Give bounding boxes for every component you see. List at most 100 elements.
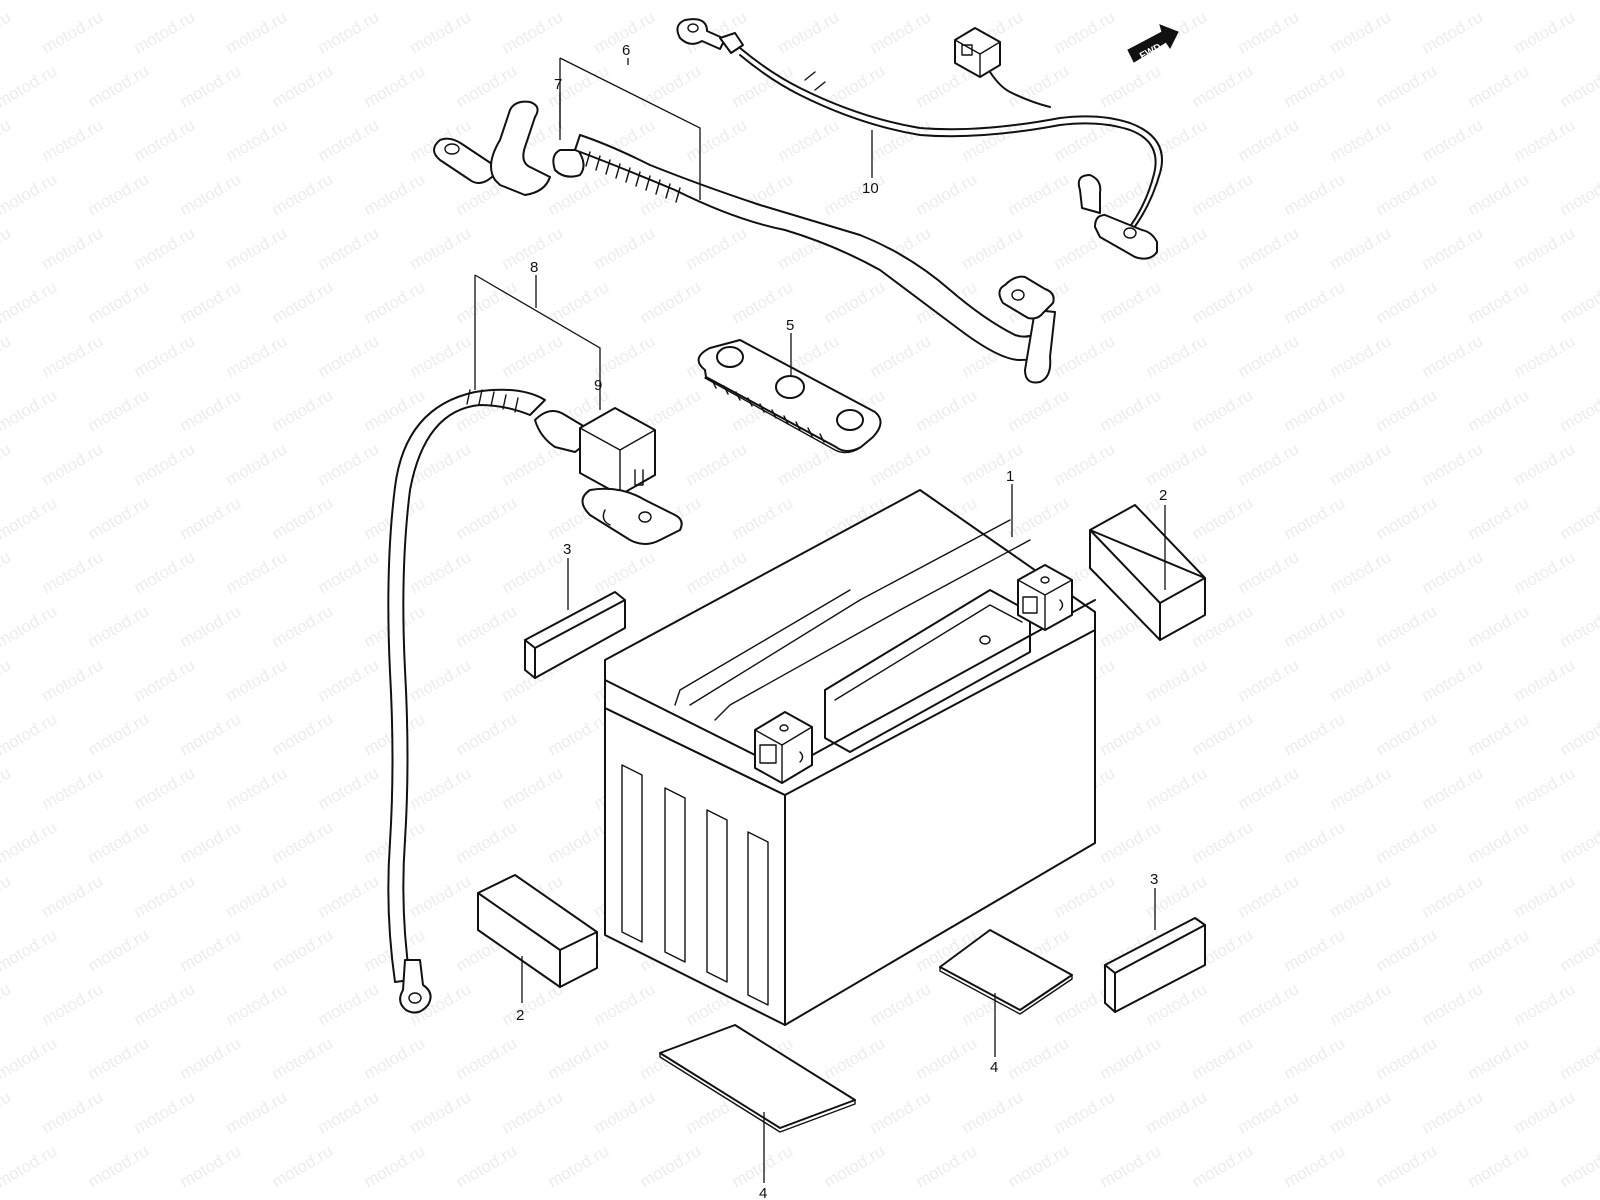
watermark-text: motod.ru [85, 169, 153, 219]
watermark-text: motod.ru [223, 655, 291, 705]
watermark-text: motod.ru [453, 1141, 521, 1191]
watermark-text: motod.ru [269, 925, 337, 975]
watermark-text: motod.ru [0, 601, 60, 651]
watermark-text: motod.ru [85, 925, 153, 975]
watermark-text: motod.ru [1189, 277, 1257, 327]
watermark-text: motod.ru [1189, 817, 1257, 867]
watermark-text: motod.ru [1557, 277, 1600, 327]
watermark-text: motod.ru [1051, 871, 1119, 921]
watermark-text: motod.ru [269, 385, 337, 435]
watermark-text: motod.ru [85, 61, 153, 111]
watermark-text: motod.ru [637, 1141, 705, 1191]
watermark-text: motod.ru [1465, 169, 1533, 219]
watermark-text: motod.ru [315, 979, 383, 1029]
watermark-text: motod.ru [637, 0, 705, 3]
watermark-text: motod.ru [177, 709, 245, 759]
watermark-text: motod.ru [867, 331, 935, 381]
watermark-text: motod.ru [1189, 1141, 1257, 1191]
watermark-text: motod.ru [1189, 61, 1257, 111]
watermark-text: motod.ru [85, 1141, 153, 1191]
watermark-text: motod.ru [0, 115, 14, 165]
watermark-text: motod.ru [361, 61, 429, 111]
watermark-text: motod.ru [1327, 1087, 1395, 1137]
watermark-text: motod.ru [1143, 763, 1211, 813]
watermark-text: motod.ru [1281, 1033, 1349, 1083]
watermark-text: motod.ru [1281, 0, 1349, 3]
watermark-text: motod.ru [499, 547, 567, 597]
watermark-text: motod.ru [39, 439, 107, 489]
watermark-text: motod.ru [959, 115, 1027, 165]
watermark-text: motod.ru [1235, 331, 1303, 381]
watermark-text: motod.ru [0, 223, 14, 273]
watermark-text: motod.ru [867, 979, 935, 1029]
watermark-text: motod.ru [453, 493, 521, 543]
watermark-text: motod.ru [1235, 115, 1303, 165]
watermark-text: motod.ru [39, 763, 107, 813]
watermark-text: motod.ru [1557, 925, 1600, 975]
watermark-text: motod.ru [545, 817, 613, 867]
watermark-text: motod.ru [1465, 1033, 1533, 1083]
watermark-text: motod.ru [1373, 385, 1441, 435]
watermark-text: motod.ru [1373, 493, 1441, 543]
watermark-text: motod.ru [269, 1141, 337, 1191]
watermark-text: motod.ru [591, 979, 659, 1029]
watermark-text: motod.ru [1465, 61, 1533, 111]
watermark-text: motod.ru [867, 115, 935, 165]
watermark-text: motod.ru [315, 115, 383, 165]
watermark-text: motod.ru [223, 331, 291, 381]
watermark-text: motod.ru [775, 7, 843, 57]
watermark-text: motod.ru [1097, 277, 1165, 327]
watermark-text: motod.ru [1281, 925, 1349, 975]
watermark-text: motod.ru [131, 223, 199, 273]
watermark-text: motod.ru [1511, 763, 1579, 813]
watermark-text: motod.ru [1419, 655, 1487, 705]
watermark-text: motod.ru [407, 331, 475, 381]
watermark-text: motod.ru [177, 1033, 245, 1083]
watermark-text: motod.ru [177, 169, 245, 219]
watermark-text: motod.ru [315, 1087, 383, 1137]
watermark-text: motod.ru [315, 547, 383, 597]
battery [604, 489, 1096, 1026]
watermark-text: motod.ru [1465, 385, 1533, 435]
watermark-text: motod.ru [1235, 1087, 1303, 1137]
watermark-text: motod.ru [1327, 763, 1395, 813]
watermark-text: motod.ru [1557, 169, 1600, 219]
watermark-text: motod.ru [269, 817, 337, 867]
watermark-text: motod.ru [1557, 709, 1600, 759]
watermark-text: motod.ru [1235, 547, 1303, 597]
watermark-text: motod.ru [1327, 547, 1395, 597]
watermark-text: motod.ru [1189, 0, 1257, 3]
watermark-text: motod.ru [1005, 385, 1073, 435]
watermark-text: motod.ru [1005, 1141, 1073, 1191]
watermark-text: motod.ru [1373, 1033, 1441, 1083]
watermark-text: motod.ru [545, 709, 613, 759]
watermark-text: motod.ru [683, 439, 751, 489]
watermark-text: motod.ru [0, 1033, 60, 1083]
watermark-text: motod.ru [591, 1087, 659, 1137]
watermark-text: motod.ru [1327, 331, 1395, 381]
watermark-text: motod.ru [1557, 1033, 1600, 1083]
watermark-text: motod.ru [729, 493, 797, 543]
watermark-text: motod.ru [1235, 7, 1303, 57]
watermark-text: motod.ru [1143, 1087, 1211, 1137]
watermark-text: motod.ru [913, 385, 981, 435]
watermark-text: motod.ru [1373, 61, 1441, 111]
watermark-text: motod.ru [0, 277, 60, 327]
watermark-text: motod.ru [0, 1141, 60, 1191]
watermark-text: motod.ru [407, 871, 475, 921]
watermark-text: motod.ru [0, 817, 60, 867]
watermark-text: motod.ru [315, 223, 383, 273]
watermark-text: motod.ru [223, 763, 291, 813]
watermark-text: motod.ru [223, 439, 291, 489]
watermark-text: motod.ru [1327, 115, 1395, 165]
watermark-text: motod.ru [223, 871, 291, 921]
watermark-text: motod.ru [223, 223, 291, 273]
watermark-text: motod.ru [821, 1033, 889, 1083]
watermark-text: motod.ru [0, 439, 14, 489]
watermark-text: motod.ru [177, 817, 245, 867]
watermark-text: motod.ru [821, 61, 889, 111]
watermark-text: motod.ru [637, 277, 705, 327]
watermark-text: motod.ru [269, 61, 337, 111]
watermark-text: motod.ru [1281, 601, 1349, 651]
